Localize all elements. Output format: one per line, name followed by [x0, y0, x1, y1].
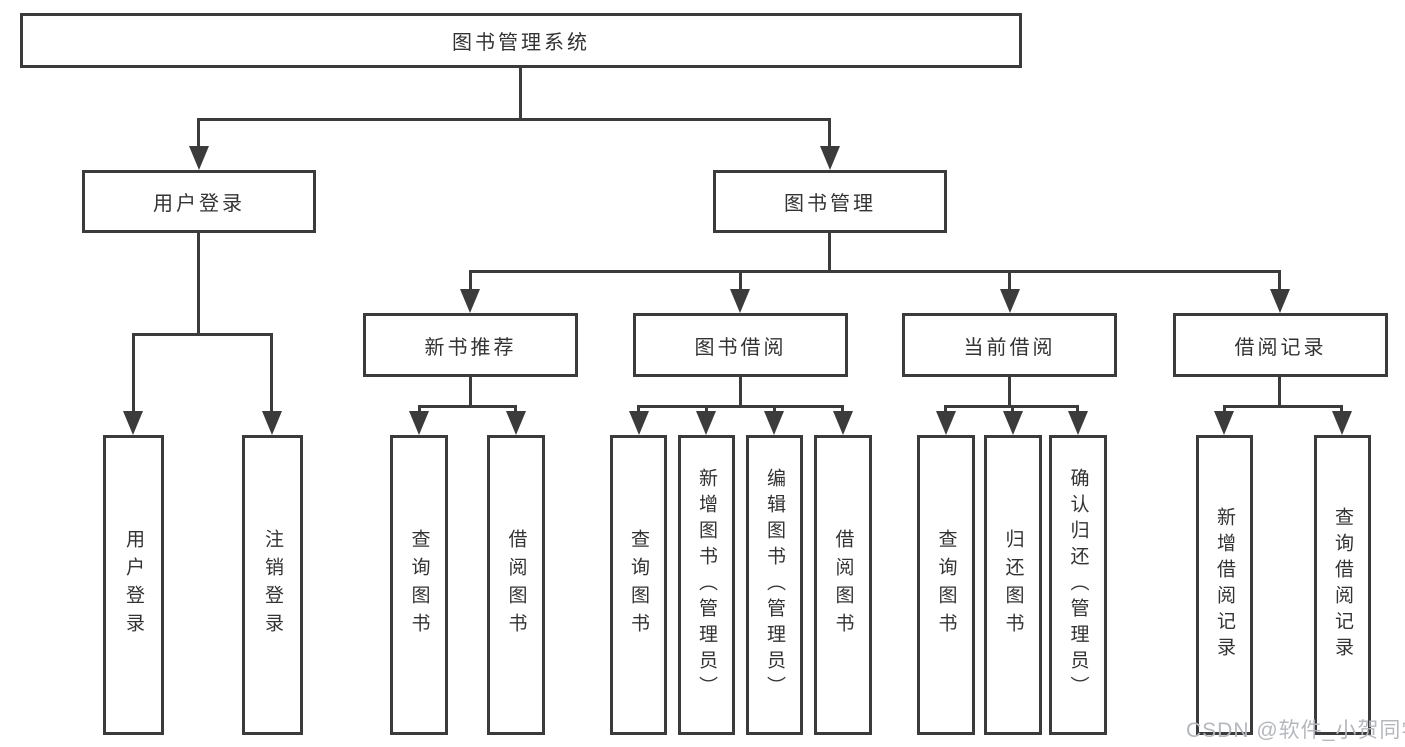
connector-line	[1008, 377, 1011, 405]
leaf-label: 借阅图书	[505, 529, 527, 641]
leaf-label: 用户登录	[123, 529, 144, 641]
arrow-down-icon	[833, 411, 853, 435]
arrow-down-icon	[1000, 289, 1020, 313]
connector-line	[739, 377, 742, 405]
arrow-down-icon	[123, 411, 143, 435]
leaf-add-book-admin: 新增图书（管理员）	[678, 435, 735, 735]
connector-line	[469, 270, 472, 291]
connector-line	[828, 118, 831, 148]
connector-line	[1340, 405, 1343, 415]
leaf-borrow-books: 借阅图书	[814, 435, 872, 735]
leaf-label: 新增图书（管理员）	[696, 468, 717, 702]
connector-line	[1223, 405, 1342, 408]
connector-line	[1278, 270, 1281, 291]
arrow-down-icon	[629, 411, 649, 435]
connector-line	[1008, 270, 1011, 291]
arrow-down-icon	[730, 289, 750, 313]
leaf-query-books-current: 查询图书	[917, 435, 975, 735]
node-book-borrowing: 图书借阅	[633, 313, 848, 377]
connector-line	[841, 405, 844, 415]
connector-line	[637, 405, 640, 415]
connector-line	[828, 233, 831, 270]
arrow-down-icon	[696, 411, 716, 435]
connector-line	[944, 405, 947, 415]
node-book-management: 图书管理	[713, 170, 947, 233]
arrow-down-icon	[764, 411, 784, 435]
connector-line	[1278, 377, 1281, 405]
leaf-borrow-books-recommend: 借阅图书	[487, 435, 545, 735]
leaf-label: 查询图书	[935, 529, 957, 641]
leaf-edit-book-admin: 编辑图书（管理员）	[746, 435, 803, 735]
arrow-down-icon	[189, 146, 209, 170]
leaf-query-borrow-record: 查询借阅记录	[1314, 435, 1371, 735]
node-new-book-recommend: 新书推荐	[363, 313, 578, 377]
connector-line	[132, 333, 273, 336]
node-user-login: 用户登录	[82, 170, 316, 233]
arrow-down-icon	[506, 411, 526, 435]
connector-line	[1011, 405, 1014, 415]
leaf-label: 编辑图书（管理员）	[764, 468, 785, 702]
arrow-down-icon	[1214, 411, 1234, 435]
node-current-borrowing: 当前借阅	[902, 313, 1117, 377]
arrow-down-icon	[460, 289, 480, 313]
leaf-label: 查询借阅记录	[1332, 507, 1353, 663]
leaf-label: 新增借阅记录	[1214, 507, 1235, 663]
node-library-system: 图书管理系统	[20, 13, 1022, 68]
watermark: CSDN @软件_小贺同学	[1186, 719, 1405, 742]
arrow-down-icon	[262, 411, 282, 435]
connector-line	[418, 405, 421, 415]
arrow-down-icon	[1332, 411, 1352, 435]
connector-line	[739, 270, 742, 291]
leaf-label: 查询图书	[408, 529, 430, 641]
arrow-down-icon	[1003, 411, 1023, 435]
arrow-down-icon	[409, 411, 429, 435]
leaf-return-books: 归还图书	[984, 435, 1042, 735]
connector-line	[132, 333, 135, 413]
leaf-user-login: 用户登录	[103, 435, 164, 735]
leaf-add-borrow-record: 新增借阅记录	[1196, 435, 1253, 735]
connector-line	[197, 118, 200, 148]
arrow-down-icon	[936, 411, 956, 435]
leaf-query-books-borrowing: 查询图书	[610, 435, 667, 735]
leaf-query-books-recommend: 查询图书	[390, 435, 448, 735]
connector-line	[519, 68, 522, 118]
leaf-label: 确认归还（管理员）	[1067, 468, 1089, 702]
arrow-down-icon	[820, 146, 840, 170]
connector-line	[469, 270, 1281, 273]
arrow-down-icon	[1068, 411, 1088, 435]
leaf-label: 归还图书	[1002, 529, 1024, 641]
leaf-logout: 注销登录	[242, 435, 303, 735]
node-borrowing-records: 借阅记录	[1173, 313, 1388, 377]
connector-line	[418, 405, 516, 408]
connector-line	[637, 405, 843, 408]
leaf-label: 查询图书	[628, 529, 649, 641]
connector-line	[469, 377, 472, 405]
connector-line	[705, 405, 708, 415]
connector-line	[1076, 405, 1079, 415]
connector-line	[514, 405, 517, 415]
connector-line	[773, 405, 776, 415]
arrow-down-icon	[1270, 289, 1290, 313]
connector-line	[270, 333, 273, 413]
connector-line	[197, 233, 200, 333]
leaf-confirm-return-admin: 确认归还（管理员）	[1049, 435, 1107, 735]
connector-line	[1223, 405, 1226, 415]
leaf-label: 注销登录	[262, 529, 283, 641]
leaf-label: 借阅图书	[832, 529, 854, 641]
connector-line	[198, 118, 831, 121]
